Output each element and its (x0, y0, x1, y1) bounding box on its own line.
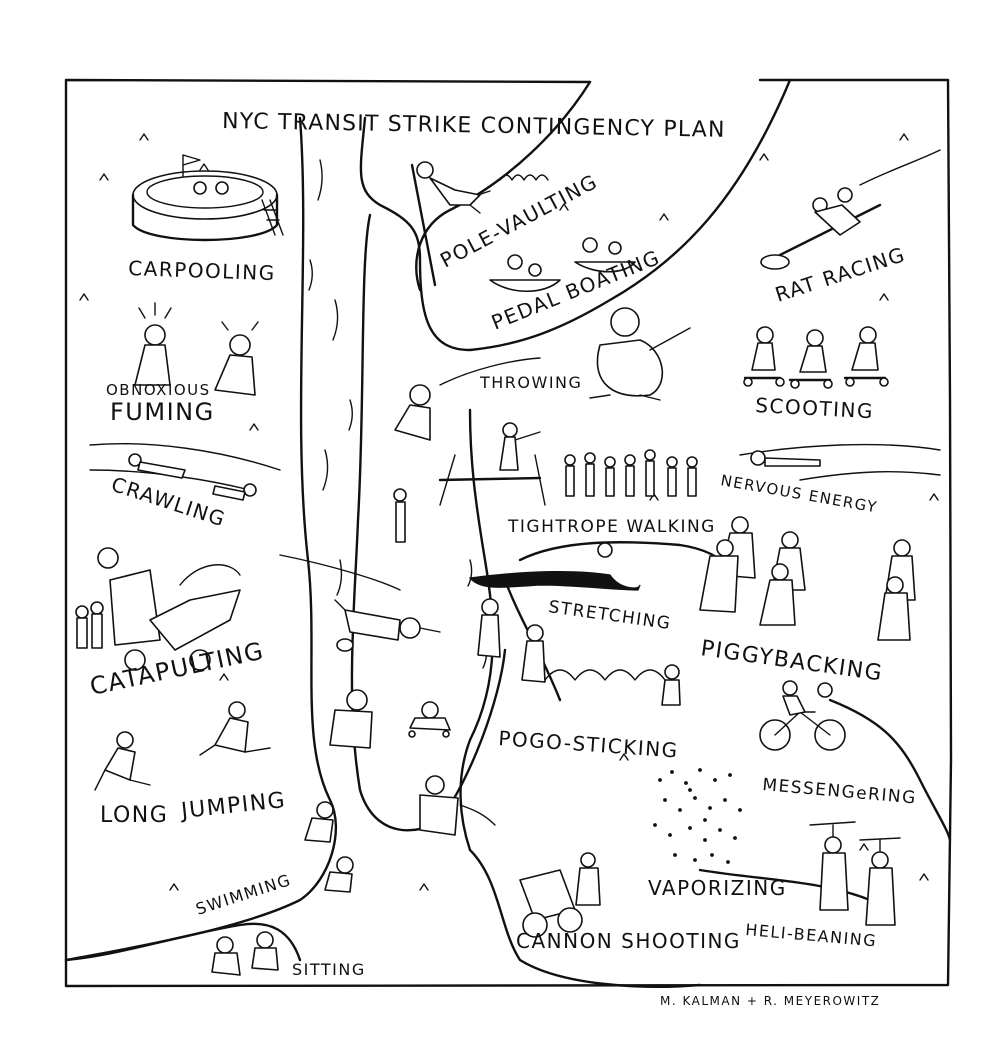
label-nervous-energy: NERVOUS ENERGY (719, 471, 879, 516)
sitters-illustration (211, 931, 279, 976)
stretching-illustration (468, 542, 641, 591)
label-cannon-shooting: CANNON SHOOTING (516, 929, 741, 953)
pedal-boat-illustration (489, 237, 636, 293)
label-long: LONG (100, 803, 168, 828)
nervous-energy-illustration (750, 450, 821, 467)
label-throwing: THROWING (479, 373, 582, 392)
map-title: NYC TRANSIT STRIKE CONTINGENCY PLAN (222, 109, 726, 143)
label-vaporizing: VAPORIZING (648, 876, 787, 900)
swimmers-illustration (304, 801, 354, 893)
label-piggybacking: PIGGYBACKING (699, 636, 884, 686)
label-rat-racing: RAT RACING (772, 242, 908, 307)
tightrope-illustration (393, 422, 698, 543)
crawlers-illustration (128, 453, 257, 501)
fuming-people-illustration (134, 302, 259, 396)
frame-border (64, 78, 953, 988)
long-jumpers-illustration (94, 701, 271, 791)
label-sitting: SITTING (292, 960, 366, 979)
label-carpooling: CARPOOLING (128, 256, 276, 285)
bark-marks (308, 159, 488, 669)
trunk-figures-illustration (329, 598, 681, 749)
label-stretching: STRETCHING (547, 597, 672, 634)
label-tightrope-walking: TIGHTROPE WALKING (507, 517, 716, 537)
label-fuming: FUMING (110, 398, 215, 426)
cannon-illustration (519, 852, 601, 938)
catapult-illustration (75, 547, 241, 671)
vaporizing-cloud-illustration (653, 768, 742, 864)
label-swimming: SWIMMING (193, 870, 293, 919)
label-messengering: MESSENGeRING (762, 775, 918, 808)
scooter-riders-illustration (743, 326, 889, 389)
grass-ticks (79, 133, 939, 891)
falling-man-illustration (419, 775, 496, 836)
thrower-illustration (394, 307, 691, 441)
flying-man-illustration (334, 599, 441, 652)
rat-racing-illustration (760, 187, 882, 270)
label-scooting: SCOOTING (755, 393, 875, 423)
pole-vaulter-illustration (410, 161, 491, 287)
messenger-bike-illustration (759, 680, 846, 751)
label-obnoxious: OBNOXIOUS (106, 381, 211, 399)
carpool-pool-illustration (131, 154, 284, 242)
label-pogo-sticking: POGO-STICKING (498, 726, 680, 763)
label-heli-beaning: HELI-BEANING (745, 920, 878, 950)
heli-beaning-illustration (809, 821, 901, 926)
label-jumping: JUMPING (178, 788, 287, 824)
piggyback-illustration (699, 516, 916, 641)
artist-credit: M. KALMAN + R. MEYEROWITZ (660, 994, 880, 1008)
